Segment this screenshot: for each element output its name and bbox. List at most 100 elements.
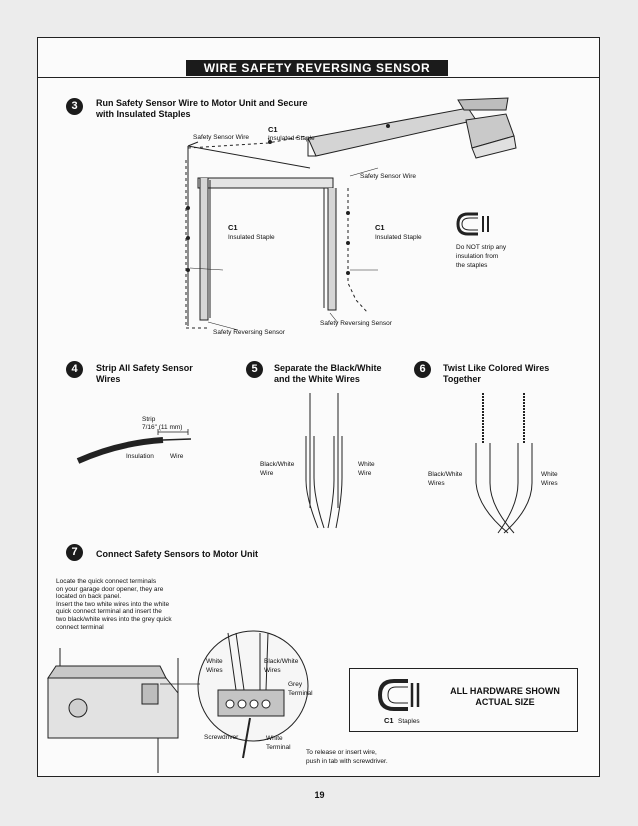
safety-sensor-wire-label: Safety Sensor Wire — [360, 173, 416, 180]
motor-unit-top — [47, 665, 167, 679]
step-3-number: 3 — [66, 98, 83, 115]
black-white-wires-label: Wires — [264, 667, 281, 674]
bw-wires-in — [259, 632, 269, 691]
stripped-wire-insulation — [76, 437, 164, 464]
stripped-wire-conductor — [162, 438, 192, 441]
sensor-wire-left — [185, 160, 208, 329]
strip-length-bracket — [157, 429, 189, 435]
white-wire-label: White — [358, 461, 375, 468]
safety-sensor-wire-label: Safety Sensor Wire — [193, 134, 249, 141]
staple-marker — [186, 236, 190, 240]
white-wires-label: White — [541, 471, 558, 478]
release-note: push in tab with screwdriver. — [306, 758, 388, 765]
c1-label: C1 — [384, 716, 394, 725]
step-4-number: 4 — [66, 361, 83, 378]
screwdriver — [242, 717, 251, 759]
hardware-line1: ALL HARDWARE SHOWN — [450, 686, 560, 696]
wire-label: Wire — [170, 453, 184, 460]
staple-marker — [386, 124, 390, 128]
motor-unit-light — [68, 698, 88, 718]
do-not-strip-note: the staples — [456, 262, 488, 269]
step-7-number: 7 — [66, 544, 83, 561]
step-3-title-line2: with Insulated Staples — [96, 109, 191, 119]
step-6-number: 6 — [414, 361, 431, 378]
step-5-title-line1: Separate the Black/White — [274, 363, 382, 373]
black-white-wire-label: Wire — [260, 470, 274, 477]
white-wire-label: Wire — [358, 470, 372, 477]
installation-illustrations — [47, 97, 533, 773]
staple-actual-size-icon — [377, 679, 420, 711]
staple-marker — [346, 211, 350, 215]
c1-label: C1 — [375, 223, 385, 232]
grey-terminal-label: Terminal — [288, 690, 313, 697]
insulated-staple-label: Insulated Staple — [268, 135, 315, 142]
safety-reversing-sensor-label: Safety Reversing Sensor — [320, 320, 392, 327]
staple-marker — [346, 271, 350, 275]
page-title: WIRE SAFETY REVERSING SENSOR — [186, 60, 448, 76]
step-7-instructions: Locate the quick connect terminals on yo… — [56, 578, 206, 631]
strip-length-label: 7/16" (11 mm) — [142, 424, 183, 431]
c1-label: C1 — [228, 223, 238, 232]
terminal-screw — [249, 699, 259, 709]
instruction-line: Insert the two white wires into the whit… — [56, 600, 170, 608]
instruction-line: connect terminal — [56, 623, 104, 631]
instruction-line: Locate the quick connect terminals — [56, 578, 157, 585]
hardware-actual-size-text: ALL HARDWARE SHOWN ACTUAL SIZE — [442, 686, 568, 708]
staple-marker — [346, 241, 350, 245]
white-terminal-label: Terminal — [266, 744, 291, 751]
black-white-wires-label: Wires — [428, 480, 445, 487]
white-terminal-label: White — [266, 735, 283, 742]
terminal-screw — [261, 699, 271, 709]
garage-door-left-jamb — [199, 178, 209, 321]
instruction-line: two black/white wires into the grey quic… — [56, 615, 172, 623]
do-not-strip-note: insulation from — [456, 253, 499, 260]
step-5-title-line2: and the White Wires — [274, 374, 360, 384]
title-rule — [38, 77, 599, 78]
step-5-number: 5 — [246, 361, 263, 378]
separated-wires — [309, 393, 339, 508]
screwdriver-label: Screwdriver — [204, 734, 239, 741]
hardware-actual-size-box: C1 Staples ALL HARDWARE SHOWN ACTUAL SIZ… — [349, 668, 578, 732]
staples-label: Staples — [398, 718, 420, 725]
instruction-line: on your garage door opener, they are — [56, 585, 164, 593]
strip-label: Strip — [142, 416, 156, 423]
c1-label: C1 — [268, 125, 278, 134]
release-note: To release or insert wire, — [306, 749, 377, 756]
leader-line — [189, 137, 379, 331]
hardware-line2: ACTUAL SIZE — [475, 697, 535, 707]
quick-connect-panel — [141, 683, 159, 705]
step-6-title-line2: Together — [443, 374, 481, 384]
black-white-wires-label: Black/White — [264, 658, 299, 665]
do-not-strip-note: Do NOT strip any — [456, 244, 507, 251]
staple-detail-icon — [456, 212, 489, 236]
white-wires-in — [227, 632, 245, 691]
grey-terminal-label: Grey — [288, 681, 303, 688]
staple-marker — [186, 268, 190, 272]
opener-rail — [307, 107, 477, 157]
insulated-staple-label: Insulated Staple — [375, 234, 422, 241]
staple-marker — [186, 206, 190, 210]
step-4-title-line1: Strip All Safety Sensor — [96, 363, 193, 373]
separated-wires-right-split — [327, 436, 343, 529]
manual-page: WIRE SAFETY REVERSING SENSOR 3 Run Safet… — [37, 37, 600, 800]
step-3-title-line1: Run Safety Sensor Wire to Motor Unit and… — [96, 98, 308, 108]
garage-door-header — [197, 177, 334, 189]
sensor-wire-top — [187, 135, 307, 149]
terminal-screw — [237, 699, 247, 709]
step-6-title-line1: Twist Like Colored Wires — [443, 363, 550, 373]
insulation-label: Insulation — [126, 453, 154, 460]
instruction-line: located on back panel. — [56, 593, 122, 601]
white-wires-label: Wires — [206, 667, 223, 674]
motor-cover — [471, 135, 517, 159]
separated-wires-left-split — [305, 436, 325, 529]
garage-door-right-jamb — [327, 188, 337, 311]
black-white-wire-label: Black/White — [260, 461, 295, 468]
insulated-staple-label: Insulated Staple — [228, 234, 275, 241]
black-white-wires-label: Black/White — [428, 471, 463, 478]
white-wires-label: Wires — [541, 480, 558, 487]
step-4-title-line2: Wires — [96, 374, 121, 384]
safety-reversing-sensor-label: Safety Reversing Sensor — [213, 329, 285, 336]
page-number: 19 — [314, 790, 325, 800]
twisted-wires-right — [497, 443, 533, 534]
white-wires-label: White — [206, 658, 223, 665]
